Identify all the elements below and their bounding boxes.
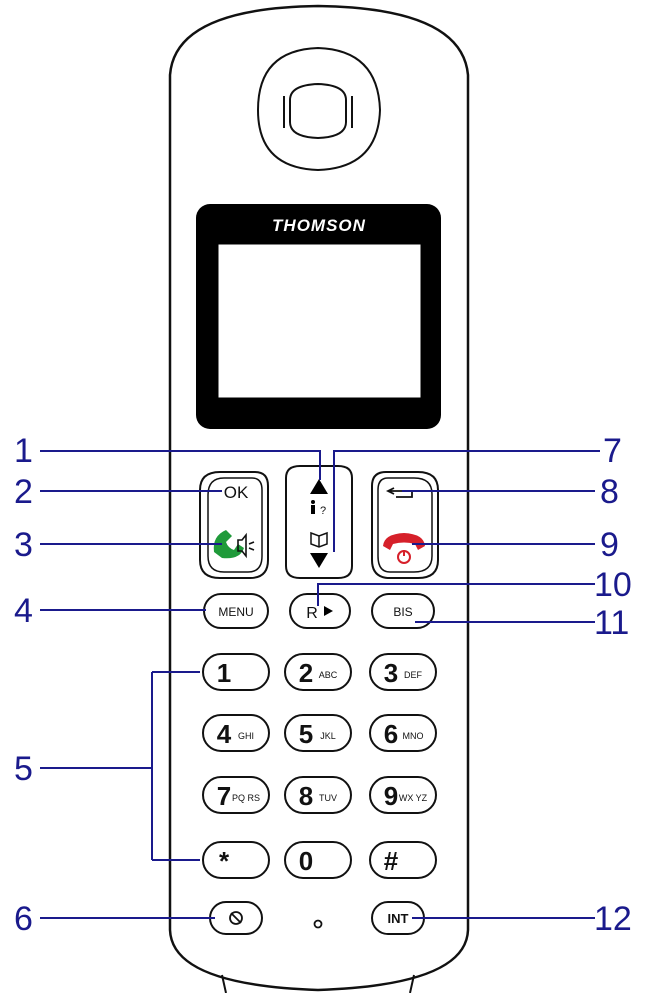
int-key-label: INT (388, 911, 409, 926)
brand-logo: THOMSON (272, 216, 366, 235)
down-arrow-icon (310, 553, 328, 568)
callout-1: 1 (14, 432, 33, 470)
digit-key-label: 4 (217, 719, 232, 749)
digit-key-3[interactable]: 3 DEF (369, 653, 437, 691)
digit-key-label: 7 (217, 781, 231, 811)
mute-icon (229, 911, 243, 925)
digit-key-2[interactable]: 2 ABC (284, 653, 352, 691)
digit-key-label: 2 (299, 658, 313, 688)
callout-6: 6 (14, 900, 33, 938)
callout-10: 10 (594, 566, 632, 604)
call-speaker-key[interactable] (213, 530, 255, 559)
digit-key-label: 9 (384, 781, 398, 811)
hangup-icon (383, 533, 425, 550)
digit-key-star[interactable]: * (202, 841, 270, 879)
callout-3: 3 (14, 526, 33, 564)
callout-lines (40, 450, 600, 919)
digit-key-label: 5 (299, 719, 313, 749)
digit-key-letters: ABC (319, 670, 338, 680)
up-arrow-icon (310, 479, 328, 494)
digit-key-label: 6 (384, 719, 398, 749)
digit-key-hash[interactable]: # (369, 841, 437, 879)
nav-up-key[interactable]: ? (310, 479, 328, 517)
digit-key-4[interactable]: 4 GHI (202, 714, 270, 752)
digit-key-label: 0 (299, 846, 313, 876)
digit-key-8[interactable]: 8 TUV (284, 776, 352, 814)
digit-key-label: 3 (384, 658, 398, 688)
digit-key-letters: WX YZ (399, 793, 428, 803)
menu-key-label: MENU (218, 605, 253, 619)
nav-key-block (285, 465, 353, 579)
callout-5: 5 (14, 750, 33, 788)
digit-key-letters: DEF (404, 670, 423, 680)
digit-key-0[interactable]: 0 (284, 841, 352, 879)
callout-7: 7 (603, 432, 622, 470)
callout-line-5 (40, 671, 200, 861)
handset-base-foot (221, 974, 415, 993)
digit-key-letters: GHI (238, 731, 254, 741)
callout-2: 2 (14, 473, 33, 511)
digit-key-label: # (384, 846, 399, 876)
digit-key-1[interactable]: 1 (202, 653, 270, 691)
phonebook-icon (310, 531, 328, 548)
back-key[interactable] (385, 487, 413, 498)
call-handset-icon (213, 530, 244, 559)
ok-key[interactable]: OK (224, 483, 249, 502)
right-key-block (371, 471, 439, 579)
digit-key-6[interactable]: 6 MNO (369, 714, 437, 752)
bis-key-label: BIS (393, 605, 412, 619)
digit-key-label: 8 (299, 781, 313, 811)
digit-key-label: * (219, 846, 230, 876)
speaker-icon (237, 532, 255, 559)
digit-key-letters: MNO (403, 731, 424, 741)
hangup-key[interactable] (383, 533, 425, 564)
info-icon: ? (311, 500, 326, 517)
earpiece (256, 46, 382, 172)
bis-key[interactable]: BIS (371, 593, 435, 629)
svg-text:?: ? (320, 505, 326, 517)
left-key-block (199, 471, 269, 579)
nav-down-key[interactable] (310, 531, 328, 568)
callout-8: 8 (600, 473, 619, 511)
callout-4: 4 (14, 592, 33, 630)
display-screen (217, 243, 422, 399)
digit-key-5[interactable]: 5 JKL (284, 714, 352, 752)
digit-key-label: 1 (217, 658, 231, 688)
display: THOMSON (196, 204, 441, 429)
back-arrow-icon (385, 487, 413, 498)
digit-key-letters: PQ RS (232, 793, 260, 803)
callout-line-1 (40, 450, 321, 480)
play-icon (324, 606, 333, 616)
microphone-hole (313, 919, 323, 929)
callout-11: 11 (594, 604, 629, 642)
digit-key-letters: JKL (320, 731, 336, 741)
callout-9: 9 (600, 526, 619, 564)
r-key[interactable]: R (289, 593, 351, 629)
callout-line-7 (333, 450, 600, 552)
callout-12: 12 (594, 900, 632, 938)
r-key-label: R (306, 605, 318, 622)
digit-key-letters: TUV (319, 793, 337, 803)
callout-line-10 (317, 583, 595, 606)
